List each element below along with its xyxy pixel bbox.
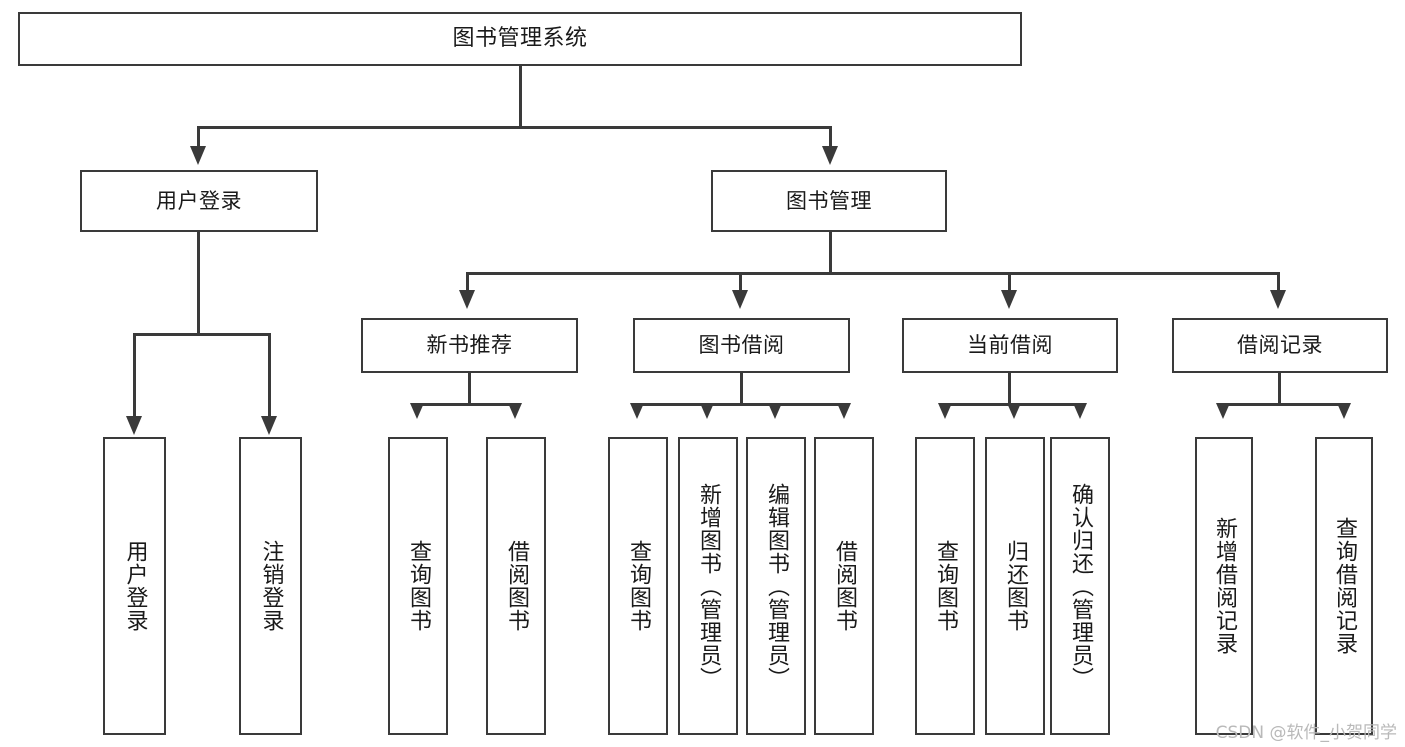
node-label: 用户登录	[122, 540, 148, 632]
arrow-to-leaf-borrow-book-2	[837, 403, 851, 419]
leaf-query-book-borrow[interactable]: 查询图书	[608, 437, 668, 735]
leaf-borrow-book[interactable]: 借阅图书	[814, 437, 874, 735]
connector-book-manage-bar	[466, 272, 1278, 275]
connector-current-borrow-stem	[1008, 373, 1011, 405]
leaf-borrow-book-newbook[interactable]: 借阅图书	[486, 437, 546, 735]
node-book-borrow[interactable]: 图书借阅	[633, 318, 850, 373]
node-root-system[interactable]: 图书管理系统	[18, 12, 1022, 66]
node-label: 查询图书	[405, 540, 431, 632]
leaf-return-book[interactable]: 归还图书	[985, 437, 1045, 735]
arrow-to-book-borrow	[732, 290, 748, 309]
node-label: 新书推荐	[426, 333, 513, 358]
node-label: 借阅记录	[1237, 333, 1323, 358]
node-label: 图书管理系统	[452, 26, 588, 52]
connector-to-new-book	[466, 272, 469, 290]
connector-new-book-bar	[416, 403, 520, 406]
connector-book-borrow-stem	[740, 373, 743, 405]
connector-borrow-record-stem	[1278, 373, 1281, 405]
leaf-query-book-current[interactable]: 查询图书	[915, 437, 975, 735]
arrow-to-leaf-borrow-book-1	[508, 403, 522, 419]
connector-to-book-borrow	[739, 272, 742, 290]
arrow-to-leaf-user-login	[126, 416, 142, 435]
arrow-to-user-login	[190, 146, 206, 165]
leaf-query-borrow-record[interactable]: 查询借阅记录	[1315, 437, 1373, 735]
arrow-to-leaf-logout	[261, 416, 277, 435]
node-label: 查询图书	[932, 540, 958, 632]
arrow-to-leaf-query-book-1	[410, 403, 424, 419]
leaf-confirm-return-admin[interactable]: 确认归还（管理员）	[1050, 437, 1110, 735]
node-label: 编辑图书（管理员）	[763, 482, 789, 690]
arrow-to-leaf-return-book	[1007, 403, 1021, 419]
leaf-edit-book-admin[interactable]: 编辑图书（管理员）	[746, 437, 806, 735]
arrow-to-leaf-edit-book	[768, 403, 782, 419]
node-label: 图书管理	[786, 188, 872, 213]
connector-root-to-book-manage	[829, 126, 832, 146]
connector-root-stem	[519, 66, 522, 128]
arrow-to-leaf-confirm-return	[1073, 403, 1087, 419]
leaf-query-book-newbook[interactable]: 查询图书	[388, 437, 448, 735]
leaf-add-book-admin[interactable]: 新增图书（管理员）	[678, 437, 738, 735]
node-label: 借阅图书	[503, 540, 529, 632]
arrow-to-leaf-add-book	[700, 403, 714, 419]
node-book-management[interactable]: 图书管理	[711, 170, 947, 232]
arrow-to-leaf-query-book-2	[630, 403, 644, 419]
node-label: 用户登录	[156, 188, 242, 213]
leaf-logout[interactable]: 注销登录	[239, 437, 302, 735]
connector-root-to-user-login	[197, 126, 200, 146]
node-label: 当前借阅	[967, 333, 1053, 358]
node-label: 借阅图书	[831, 540, 857, 632]
connector-user-login-to-leaf1	[133, 333, 136, 418]
leaf-add-borrow-record[interactable]: 新增借阅记录	[1195, 437, 1253, 735]
node-label: 查询图书	[625, 540, 651, 632]
connector-user-login-bar	[133, 333, 270, 336]
node-label: 新增图书（管理员）	[695, 482, 721, 690]
node-current-borrow[interactable]: 当前借阅	[902, 318, 1118, 373]
arrow-to-book-manage	[822, 146, 838, 165]
node-label: 新增借阅记录	[1211, 517, 1237, 655]
connector-book-manage-stem	[829, 232, 832, 274]
node-label: 查询借阅记录	[1331, 517, 1357, 655]
node-label: 确认归还（管理员）	[1067, 482, 1093, 690]
connector-borrow-record-bar	[1222, 403, 1344, 406]
watermark-text: CSDN @软件_小贺同学	[1215, 723, 1397, 743]
connector-user-login-stem	[197, 232, 200, 335]
arrow-to-leaf-query-book-3	[938, 403, 952, 419]
node-label: 注销登录	[258, 540, 284, 632]
arrow-to-new-book	[459, 290, 475, 309]
node-label: 图书借阅	[698, 333, 785, 358]
connector-root-bar	[197, 126, 831, 129]
arrow-to-leaf-query-record	[1337, 403, 1351, 419]
connector-new-book-stem	[468, 373, 471, 405]
node-label: 归还图书	[1002, 540, 1028, 632]
connector-book-borrow-bar	[636, 403, 844, 406]
connector-to-borrow-record	[1277, 272, 1280, 290]
connector-to-current-borrow	[1008, 272, 1011, 290]
arrow-to-leaf-add-record	[1216, 403, 1230, 419]
connector-user-login-to-leaf2	[268, 333, 271, 418]
arrow-to-current-borrow	[1001, 290, 1017, 309]
node-borrow-record[interactable]: 借阅记录	[1172, 318, 1388, 373]
node-new-book-recommend[interactable]: 新书推荐	[361, 318, 578, 373]
leaf-user-login[interactable]: 用户登录	[103, 437, 166, 735]
node-user-login[interactable]: 用户登录	[80, 170, 318, 232]
arrow-to-borrow-record	[1270, 290, 1286, 309]
